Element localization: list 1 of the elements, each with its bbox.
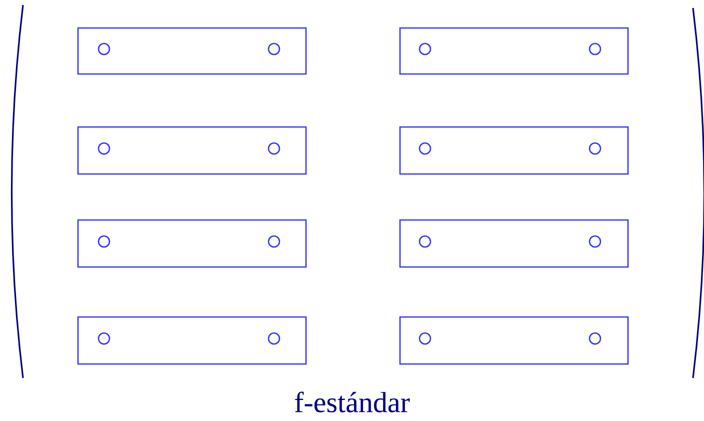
caption-label: f-estándar — [294, 392, 410, 412]
